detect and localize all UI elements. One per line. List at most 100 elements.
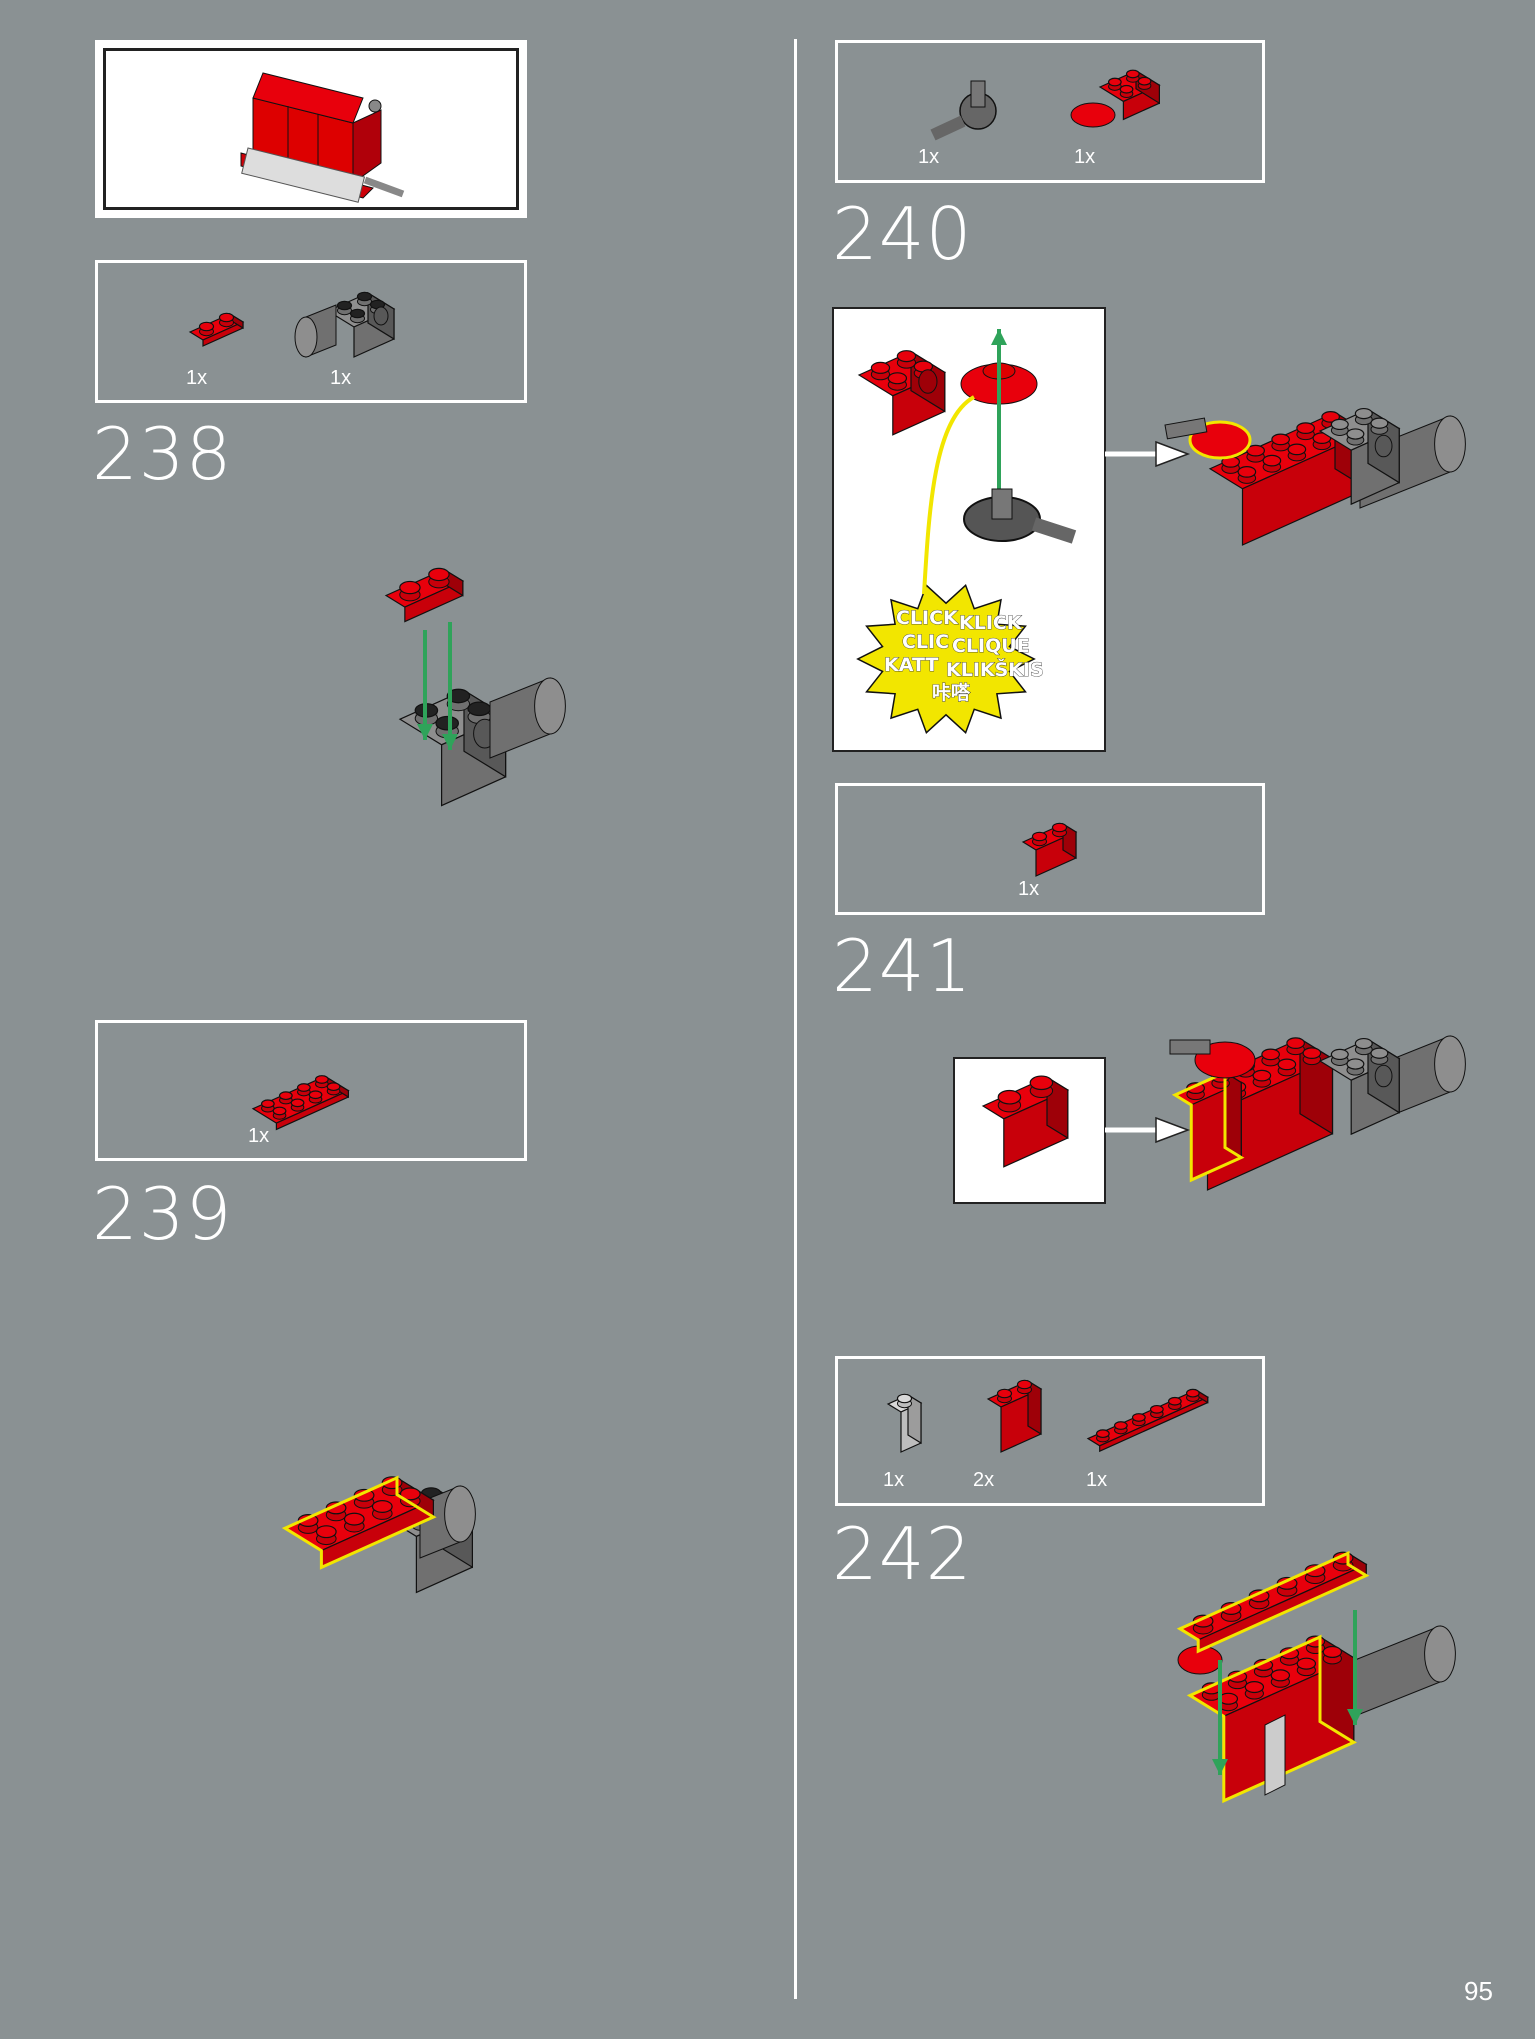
panel-top bbox=[252, 72, 364, 124]
light-gray-bracket bbox=[1264, 1714, 1286, 1796]
stud bbox=[198, 321, 215, 332]
stud bbox=[1354, 1037, 1373, 1050]
stud bbox=[1192, 1614, 1214, 1628]
placement-arrow bbox=[1105, 440, 1191, 468]
stud bbox=[887, 372, 908, 385]
stud bbox=[308, 1090, 323, 1100]
stud bbox=[296, 1083, 311, 1092]
click-word: KATT bbox=[884, 654, 938, 676]
stud bbox=[297, 1514, 319, 1527]
stud bbox=[1321, 411, 1340, 423]
stud bbox=[1246, 444, 1265, 457]
step-239-model bbox=[281, 1475, 476, 1594]
pin-hole bbox=[1374, 434, 1393, 458]
placement-arrow bbox=[1105, 1116, 1191, 1144]
stud bbox=[1095, 1429, 1110, 1439]
parts-illustration bbox=[930, 69, 1161, 141]
stud bbox=[1137, 76, 1152, 86]
step-number: 240 bbox=[832, 192, 973, 276]
stud bbox=[1296, 1657, 1317, 1670]
stud bbox=[1167, 1396, 1182, 1406]
part-qty: 1x bbox=[330, 367, 352, 389]
pin bbox=[970, 80, 986, 108]
stud bbox=[1031, 831, 1048, 842]
step-number: 239 bbox=[92, 1172, 233, 1256]
stud bbox=[1322, 1645, 1343, 1659]
axle-stub bbox=[1031, 517, 1077, 544]
click-word: CLIQUE bbox=[952, 635, 1030, 657]
pin-hole bbox=[918, 369, 938, 394]
part-qty: 2x bbox=[973, 1469, 995, 1491]
stud bbox=[1131, 1413, 1146, 1422]
stud bbox=[1370, 417, 1389, 429]
connector-end bbox=[444, 1485, 476, 1543]
panel-side bbox=[352, 109, 382, 184]
parts-list-242: 1x 2x 1x bbox=[835, 1356, 1265, 1506]
parts-illustration bbox=[188, 291, 396, 358]
click-word: 咔嗒 bbox=[932, 682, 971, 704]
parts-list-238: 1x 1x bbox=[95, 260, 527, 403]
stud bbox=[1277, 1058, 1297, 1071]
connector-end bbox=[534, 677, 566, 735]
ball-socket bbox=[1070, 102, 1116, 128]
parts-list-239: 1x bbox=[95, 1020, 527, 1161]
step-242-model bbox=[1176, 1550, 1456, 1804]
stud bbox=[371, 1500, 393, 1513]
axle-stub bbox=[930, 115, 966, 141]
arrow-head bbox=[1155, 1116, 1191, 1144]
stud bbox=[1237, 466, 1257, 478]
brick-side bbox=[1027, 1379, 1042, 1436]
stud bbox=[1286, 1037, 1305, 1049]
highlight-outline bbox=[281, 1475, 437, 1570]
part-qty: 1x bbox=[186, 367, 208, 389]
click-word: CLIC bbox=[902, 631, 949, 653]
gray-hinge bbox=[241, 147, 366, 203]
part-qty: 1x bbox=[1086, 1469, 1108, 1491]
stud bbox=[1276, 1576, 1298, 1590]
click-word: KLIKŠKIS bbox=[946, 657, 1044, 681]
stud bbox=[435, 715, 459, 731]
stud bbox=[314, 1075, 329, 1084]
stud bbox=[349, 308, 366, 319]
part-qty: 1x bbox=[918, 146, 940, 168]
stud bbox=[1029, 1075, 1054, 1091]
pin-hole bbox=[373, 306, 389, 326]
stud bbox=[1346, 428, 1365, 440]
stud bbox=[467, 701, 491, 717]
pin bbox=[368, 99, 382, 113]
stud bbox=[1287, 443, 1307, 456]
stud bbox=[1270, 1669, 1291, 1682]
submodel-illustration bbox=[240, 72, 405, 203]
stud bbox=[1271, 433, 1290, 446]
step-238-model bbox=[384, 567, 566, 807]
step-240-model bbox=[1164, 407, 1466, 546]
click-starburst bbox=[856, 583, 1036, 735]
connector-end bbox=[294, 316, 318, 358]
stud bbox=[870, 361, 891, 374]
highlight-outline bbox=[1176, 1550, 1370, 1654]
stud bbox=[399, 580, 421, 595]
brick-illustration bbox=[981, 1075, 1070, 1168]
stud bbox=[1354, 407, 1373, 420]
stud bbox=[896, 1393, 913, 1404]
arrow-head bbox=[1155, 440, 1191, 468]
stud bbox=[1244, 1680, 1265, 1694]
stud bbox=[1296, 422, 1315, 434]
stud bbox=[343, 1512, 365, 1526]
parts-illustration bbox=[886, 1379, 1209, 1453]
pin-hole bbox=[1374, 1064, 1393, 1088]
parts-illustration bbox=[251, 1075, 350, 1131]
stud bbox=[1220, 1602, 1242, 1615]
column-divider bbox=[794, 39, 797, 1999]
step-number: 242 bbox=[832, 1512, 973, 1596]
stud bbox=[399, 1487, 421, 1501]
click-word: CLICK bbox=[896, 607, 959, 629]
submodel-overview-box bbox=[95, 40, 527, 218]
stud bbox=[1016, 1379, 1033, 1390]
brick-side bbox=[907, 1393, 922, 1445]
stud bbox=[353, 1488, 375, 1502]
stud bbox=[428, 567, 450, 582]
part-qty: 1x bbox=[1074, 146, 1096, 168]
stud bbox=[326, 1082, 341, 1092]
part-qty: 1x bbox=[883, 1469, 905, 1491]
